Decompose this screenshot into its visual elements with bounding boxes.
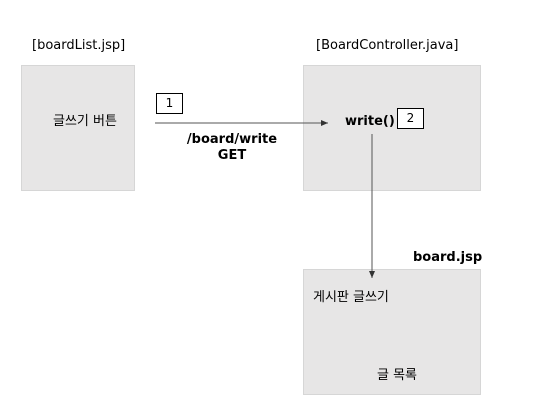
controller-box: write(): [303, 65, 481, 191]
board-write-heading: 게시판 글쓰기: [313, 290, 389, 305]
board-list-box: 글쓰기 버튼: [21, 65, 135, 191]
request-path-label: /board/write: [186, 132, 278, 147]
board-controller-file-label: [BoardController.java]: [316, 38, 459, 53]
request-method-label: GET: [217, 148, 247, 163]
board-list-label: 글 목록: [377, 368, 418, 383]
board-list-file-label: [boardList.jsp]: [32, 38, 126, 53]
board-jsp-file-label: board.jsp: [413, 250, 483, 265]
board-jsp-box: 게시판 글쓰기 글 목록: [303, 269, 481, 395]
step-2-badge: 2: [397, 108, 424, 129]
step-1-badge: 1: [156, 93, 183, 114]
write-method-label: write(): [345, 114, 395, 129]
write-button-label: 글쓰기 버튼: [53, 114, 117, 129]
